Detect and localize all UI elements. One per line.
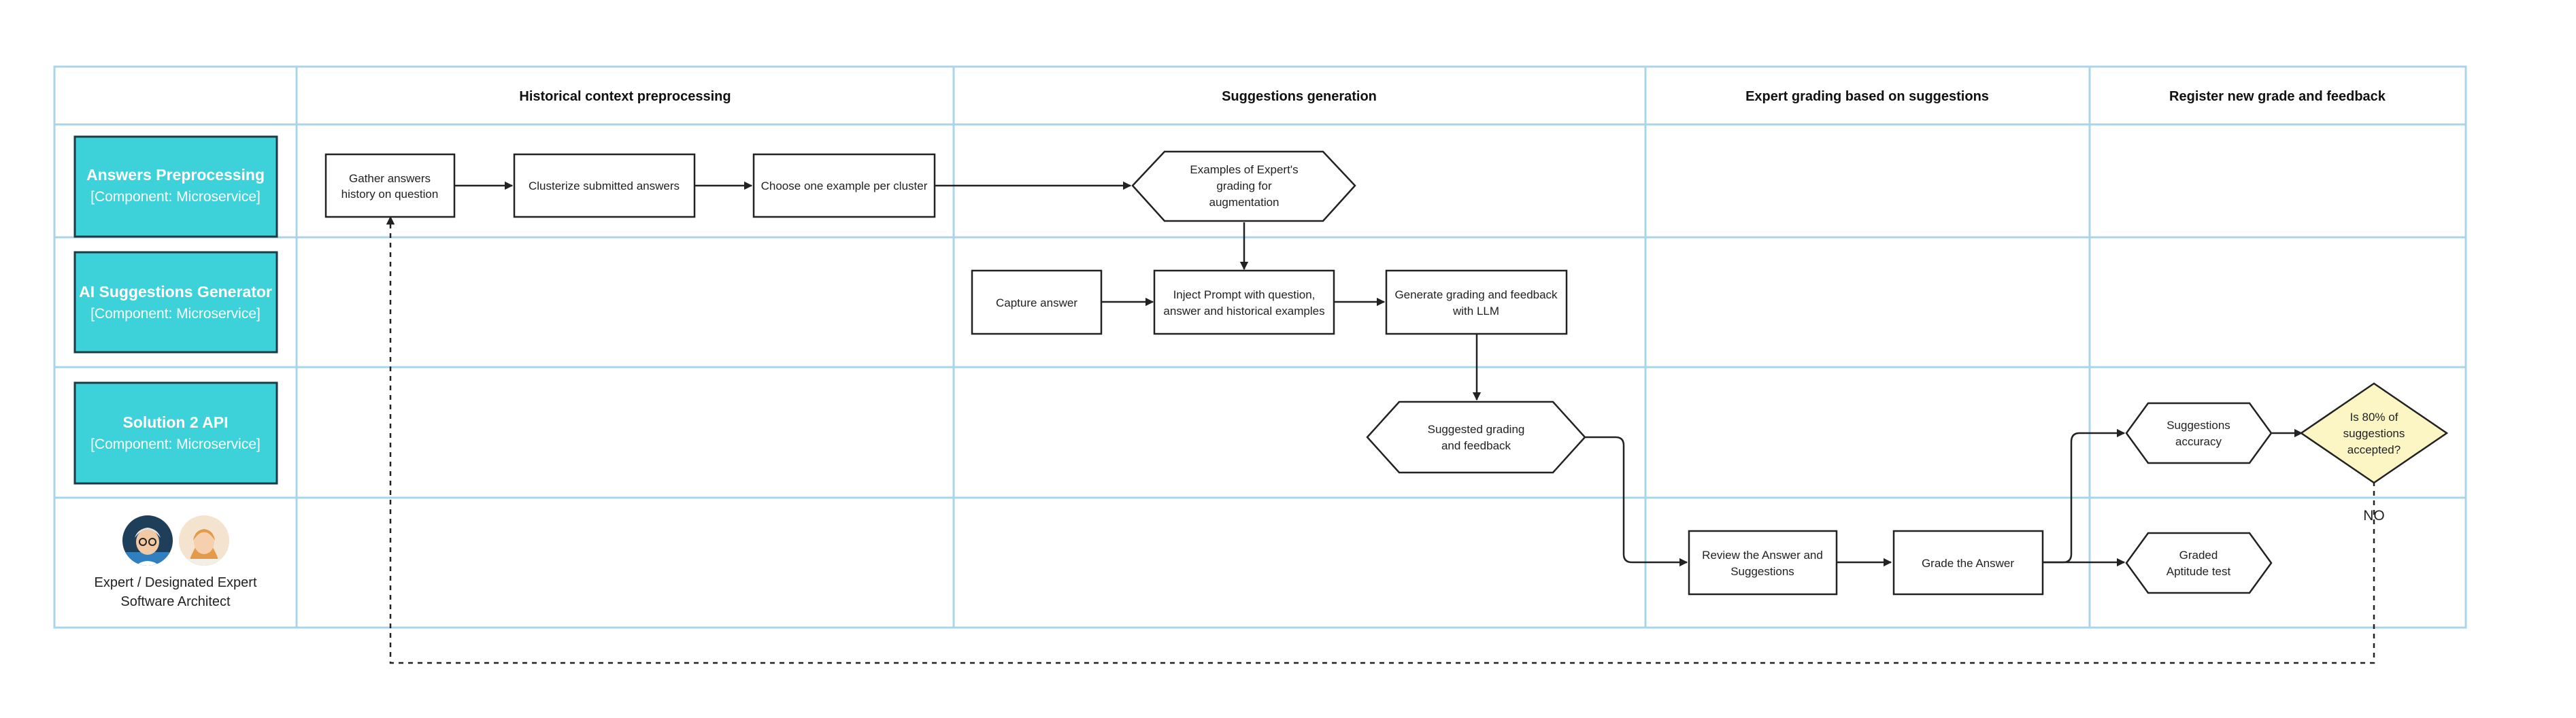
column-header: Suggestions generation	[1222, 89, 1377, 104]
node-label: Aptitude test	[2167, 565, 2231, 578]
node-label: Generate grading and feedback	[1394, 288, 1558, 301]
node-inject-prompt: Inject Prompt with question, answer and …	[1153, 269, 1335, 335]
actor-line: Software Architect	[120, 594, 231, 609]
column-header: Expert grading based on suggestions	[1745, 89, 1989, 104]
node-label: Inject Prompt with question,	[1173, 288, 1316, 301]
node-label: augmentation	[1209, 196, 1279, 209]
edge-suggested-to-review	[1585, 436, 1688, 567]
node-label: accuracy	[2175, 435, 2222, 448]
node-label: Choose one example per cluster	[761, 180, 928, 192]
lane-title: Answers Preprocessing	[86, 166, 265, 184]
node-choose-example: Choose one example per cluster	[752, 153, 936, 218]
column-headers: Historical context preprocessing Suggest…	[519, 89, 2386, 104]
node-label: Suggestions	[2167, 419, 2230, 432]
actor-label: Expert / Designated Expert Software Arch…	[94, 575, 256, 609]
lane-label-solution-2-api: Solution 2 API [Component: Microservice]	[73, 381, 278, 485]
connectors	[386, 181, 2375, 664]
node-examples-grading: Examples of Expert's grading for augment…	[1131, 150, 1356, 222]
swimlane-grid	[53, 65, 2467, 629]
node-label: answer and historical examples	[1163, 305, 1324, 318]
node-graded-aptitude-test: Graded Aptitude test	[2125, 532, 2273, 594]
node-label: Suggested grading	[1428, 423, 1525, 436]
architect-avatar	[179, 515, 229, 566]
lane-label-box	[73, 251, 278, 354]
node-label: Examples of Expert's	[1190, 163, 1298, 176]
node-review-answer: Review the Answer and Suggestions	[1688, 530, 1838, 596]
node-gather-answers: Gather answers history on question	[324, 153, 456, 218]
node-label: Gather answers	[349, 172, 431, 185]
node-label: Capture answer	[996, 296, 1077, 309]
edge-label-no: NO	[2363, 508, 2385, 524]
node-capture-answer: Capture answer	[971, 269, 1103, 335]
lane-label-ai-suggestions-generator: AI Suggestions Generator [Component: Mic…	[73, 251, 278, 354]
grid-border	[53, 65, 2467, 629]
lane-subtitle: [Component: Microservice]	[90, 437, 261, 452]
lane-label-box	[73, 135, 278, 238]
node-label: Grade the Answer	[1922, 557, 2014, 570]
lane-title: Solution 2 API	[122, 413, 228, 431]
expert-avatar	[122, 515, 173, 566]
node-clusterize: Clusterize submitted answers	[513, 153, 696, 218]
node-label: accepted?	[2347, 443, 2401, 456]
node-label: with LLM	[1452, 305, 1499, 318]
node-label: Clusterize submitted answers	[529, 180, 680, 192]
decision-suggestions-accepted: Is 80% of suggestions accepted?	[2299, 382, 2449, 484]
node-label: Suggestions	[1730, 565, 1794, 578]
lane-label-box	[73, 381, 278, 485]
actor-line: Expert / Designated Expert	[94, 575, 256, 590]
edge-decision-no-loop	[386, 216, 2375, 664]
node-label: history on question	[341, 188, 439, 201]
node-label: suggestions	[2343, 427, 2405, 440]
node-suggestions-accuracy: Suggestions accuracy	[2125, 402, 2273, 464]
column-header: Historical context preprocessing	[519, 89, 731, 104]
node-label: Graded	[2179, 549, 2218, 562]
node-label: and feedback	[1441, 439, 1511, 452]
lane-subtitle: [Component: Microservice]	[90, 189, 261, 205]
column-header: Register new grade and feedback	[2169, 89, 2386, 104]
node-generate-grading: Generate grading and feedback with LLM	[1385, 269, 1568, 335]
lane-label-answers-preprocessing: Answers Preprocessing [Component: Micros…	[73, 135, 278, 238]
node-suggested-grading: Suggested grading and feedback	[1366, 400, 1586, 474]
node-label: Is 80% of	[2350, 411, 2398, 424]
lane-subtitle: [Component: Microservice]	[90, 306, 261, 322]
node-grade-answer: Grade the Answer	[1892, 530, 2044, 596]
node-label: Review the Answer and	[1702, 549, 1823, 562]
lane-title: AI Suggestions Generator	[79, 283, 272, 301]
node-label: grading for	[1216, 180, 1272, 192]
